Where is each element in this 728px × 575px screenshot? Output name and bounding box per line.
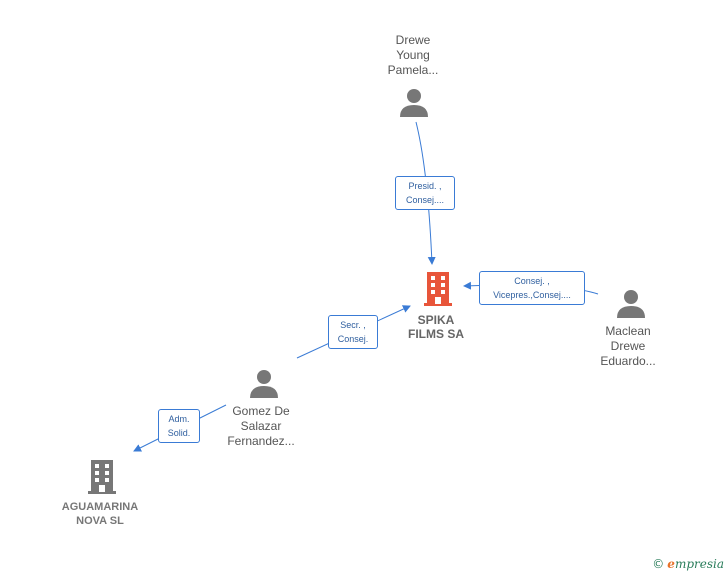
name-line: Pamela... [387, 63, 439, 77]
copyright-symbol: © [652, 557, 665, 571]
person-icon[interactable] [616, 289, 646, 319]
role-text: Solid. [167, 428, 191, 438]
person-icon[interactable] [249, 369, 279, 399]
name-line: Drewe [395, 33, 431, 47]
name-line: Fernandez... [227, 434, 295, 448]
name-line: FILMS SA [408, 327, 464, 341]
name-line: Drewe [610, 339, 646, 353]
role-label-gomez-spika[interactable]: Secr. , Consej. [328, 315, 378, 349]
name-line: NOVA SL [76, 515, 124, 527]
person-icon[interactable] [399, 88, 429, 118]
person-name-gomez[interactable]: Gomez De Salazar Fernandez... [201, 404, 321, 449]
role-label-gomez-aguamarina[interactable]: Adm. Solid. [158, 409, 200, 443]
role-label-drewe[interactable]: Presid. , Consej.... [395, 176, 455, 210]
role-text: Consej. [337, 334, 369, 344]
company-name-aguamarina[interactable]: AGUAMARINA NOVA SL [40, 500, 160, 528]
role-text: Consej.... [405, 195, 445, 205]
person-name-drewe[interactable]: Drewe Young Pamela... [353, 33, 473, 78]
role-label-maclean[interactable]: Consej. , Vicepres.,Consej.... [479, 271, 585, 305]
brand-name: mpresia [674, 557, 724, 571]
person-name-maclean[interactable]: Maclean Drewe Eduardo... [568, 324, 688, 369]
name-line: SPIKA [417, 313, 455, 327]
role-text: Consej. , [514, 276, 550, 286]
name-line: Eduardo... [600, 354, 656, 368]
company-name-spika[interactable]: SPIKA FILMS SA [376, 313, 496, 341]
role-text: Adm. [168, 414, 190, 424]
role-text: Vicepres.,Consej.... [493, 290, 571, 300]
empresia-logo: ©empresia [652, 557, 724, 571]
name-line: Maclean [605, 324, 651, 338]
role-text: Secr. , [340, 320, 366, 330]
name-line: AGUAMARINA [61, 501, 139, 513]
name-line: Salazar [240, 419, 282, 433]
brand-initial: e [667, 557, 675, 571]
name-line: Young [396, 48, 430, 62]
name-line: Gomez De [232, 404, 290, 418]
role-text: Presid. , [408, 181, 442, 191]
building-icon[interactable] [88, 460, 116, 494]
building-icon[interactable] [424, 272, 452, 306]
